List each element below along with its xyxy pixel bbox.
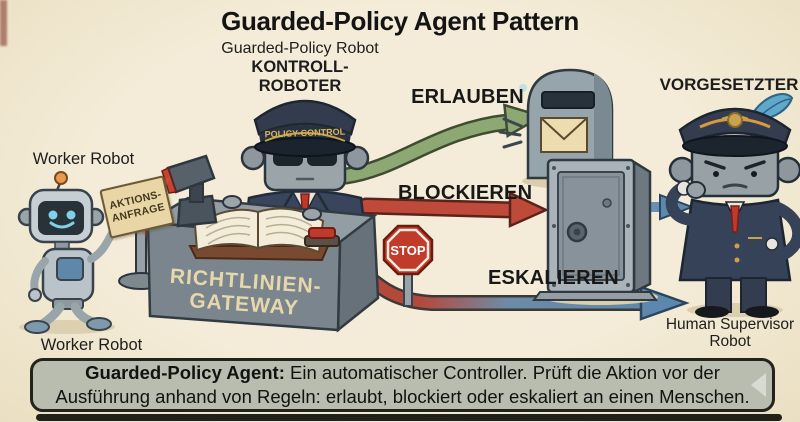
robot-hand [302,207,322,221]
stern-brows [704,160,766,170]
supervisor-caption-line2: Robot [709,333,751,351]
chest-panel [56,257,84,281]
caption-shadow-bar [36,414,782,421]
smile [49,221,75,229]
caption-lead: Guarded-Policy Agent: [85,362,285,383]
antenna-icon [54,171,68,185]
stop-sign-text: STOP [390,243,425,258]
caption-body: Ein automatischer Controller. Prüft die … [55,362,750,407]
cap-band-text: POLICY-CONTROL [264,127,345,140]
corner-smudge [0,0,7,46]
red-buzzer-icon [304,227,340,247]
worker-robot-label-top: Worker Robot [32,150,135,168]
caption-text: Guarded-Policy Agent: Ein automatischer … [45,361,761,409]
chevron-left-icon [751,373,766,397]
page-title: Guarded-Policy Agent Pattern [221,6,579,36]
supervisor-title-label: VORGESETZTER [659,75,799,94]
motion-lines [498,117,523,149]
block-arrow [357,191,550,228]
thinking-hand [686,181,706,199]
officer-cap-icon [253,99,357,136]
headphone-left-icon [668,156,696,184]
policy-robot-label: Guarded-Policy Robot KONTROLL-ROBOTER [220,40,380,96]
tie [730,205,740,233]
block-branch-label: BLOCKIEREN [398,182,533,204]
supervisor-caption-line1: Human Supervisor [665,316,795,333]
robot-hand [222,195,242,209]
caption-box: Guarded-Policy Agent: Ein automatischer … [30,358,775,412]
policy-robot-role: KONTROLL-ROBOTER [251,58,349,95]
stop-sign-icon: STOP [382,224,434,307]
worker-robot-label-bottom: Worker Robot [40,336,143,354]
policy-robot-name: Guarded-Policy Robot [221,40,379,57]
robot-eye [66,210,76,220]
escalate-branch-label: ESKALIEREN [488,267,619,289]
robot-eye [48,210,58,220]
supervisor-caption-label: Human Supervisor Robot [650,316,800,351]
human-supervisor-robot [665,93,800,318]
allow-arrow [337,103,545,185]
vault-door-icon [532,158,658,305]
allow-branch-label: ERLAUBEN [411,86,524,108]
cap-emblem-icon [727,112,743,128]
headphone-right-icon [774,156,800,184]
